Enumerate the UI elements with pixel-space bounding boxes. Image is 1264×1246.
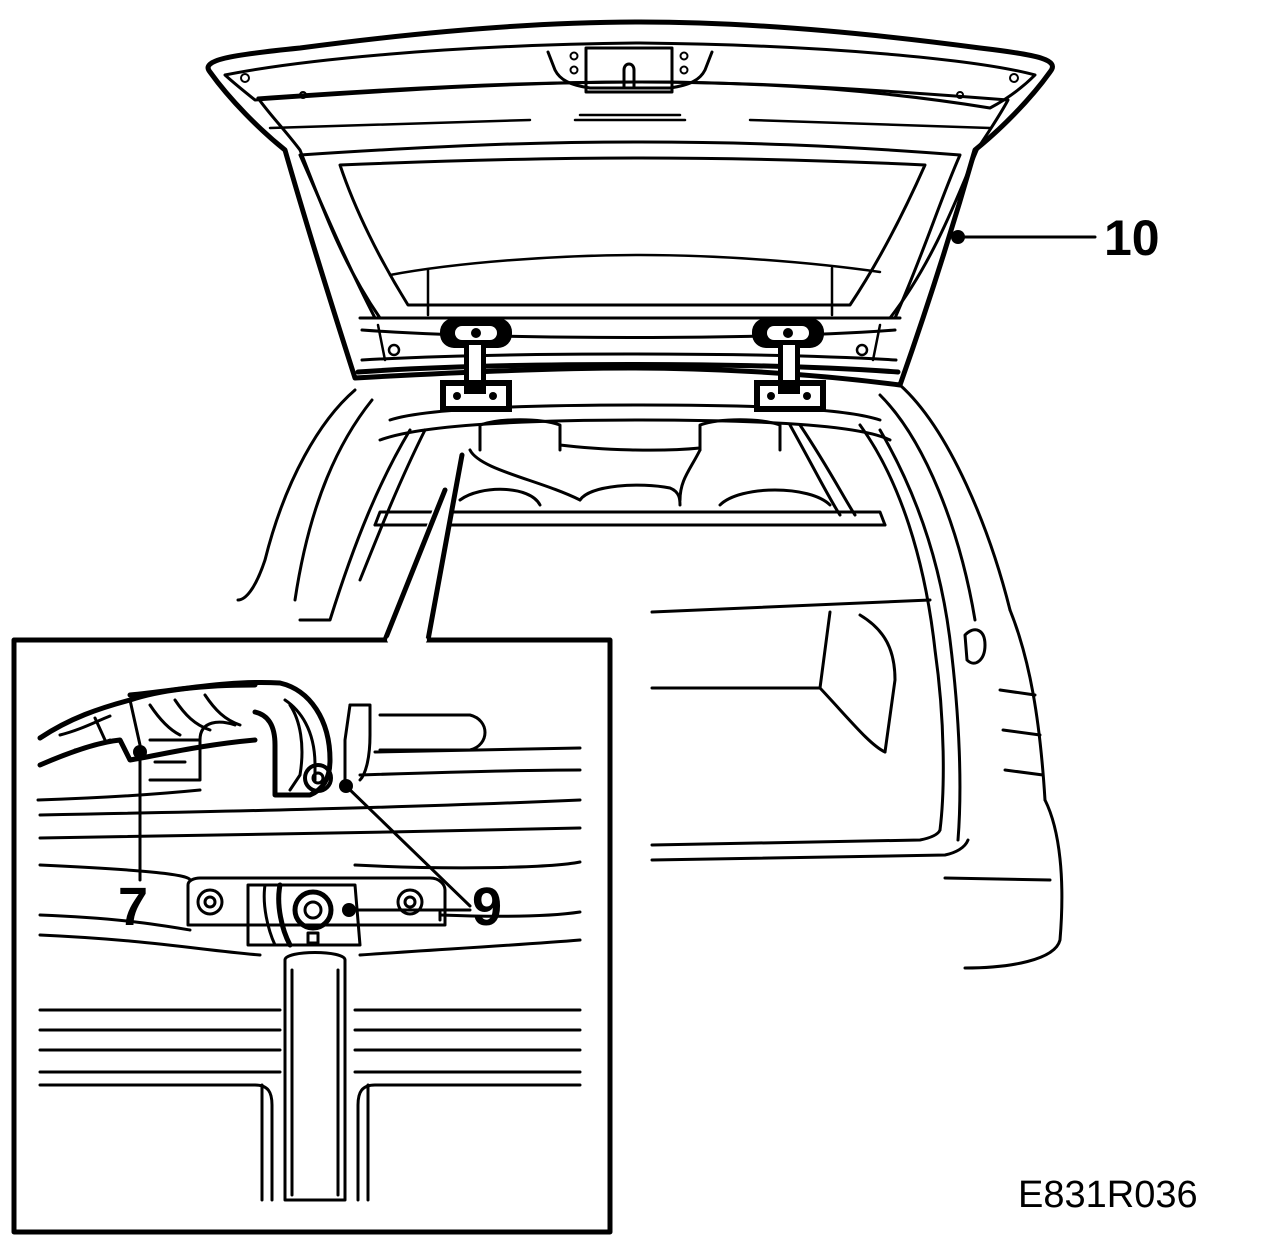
figure-code: E831R036	[1018, 1174, 1198, 1216]
callout-cable: 7	[118, 877, 149, 937]
hinge-left	[440, 318, 512, 412]
leader-9	[339, 779, 472, 917]
hinge-right	[752, 318, 826, 412]
car-body	[236, 383, 1064, 970]
leader-7	[133, 745, 147, 882]
callout-connector: 9	[472, 877, 503, 937]
tailgate	[205, 19, 1055, 388]
leader-10	[951, 230, 1097, 244]
callout-tailgate: 10	[1104, 210, 1160, 266]
detail-content	[36, 679, 582, 1202]
detail-frame	[11, 452, 613, 1235]
